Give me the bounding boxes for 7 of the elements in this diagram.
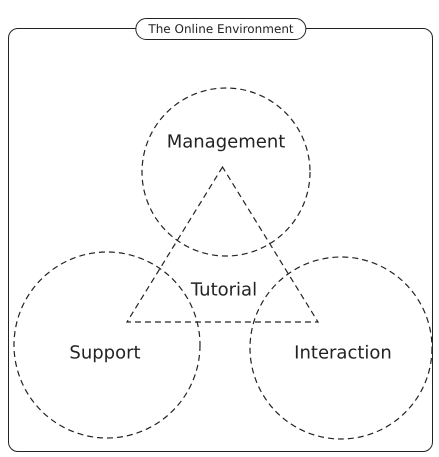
dashed-circle [141, 87, 311, 257]
circle-label: Management [166, 132, 286, 152]
circle-label: Interaction [294, 342, 392, 364]
title-label: The Online Environment [135, 18, 307, 40]
circle-label: Support [69, 342, 141, 364]
dashed-triangle [126, 166, 319, 323]
triangle-label: Tutorial [190, 280, 258, 300]
